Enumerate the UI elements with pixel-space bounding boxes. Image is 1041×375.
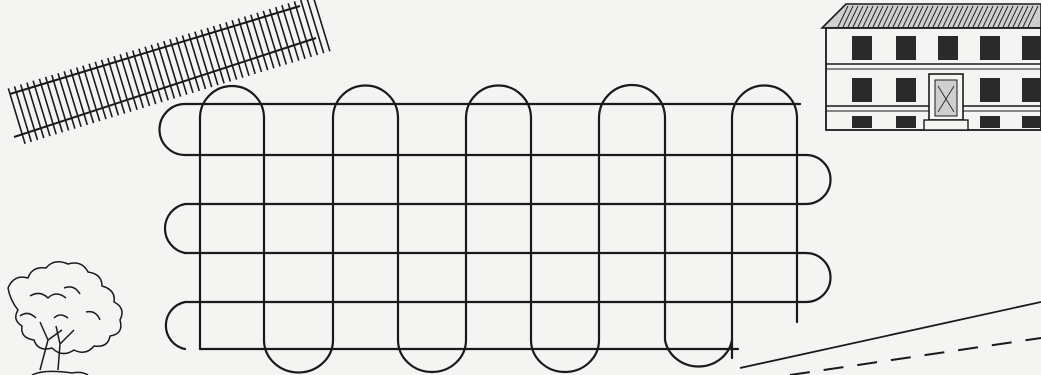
window: [896, 78, 916, 102]
window: [1022, 78, 1041, 102]
window: [852, 36, 872, 60]
railway-tie: [164, 41, 181, 97]
railway-tie: [270, 9, 287, 65]
railway-tie: [251, 15, 268, 71]
window: [1022, 116, 1041, 128]
maze-bottom-arch: [398, 340, 466, 372]
maze-right-loop: [806, 155, 830, 204]
maze-top-arch: [200, 86, 264, 118]
railway-tie: [182, 35, 199, 91]
railway-tie: [232, 20, 249, 76]
maze-top-arch: [599, 85, 665, 118]
window: [852, 116, 872, 128]
railway-tie: [176, 37, 193, 93]
maze-bottom-arch: [264, 340, 333, 372]
railway-tie: [245, 17, 262, 73]
railway-tie: [207, 28, 224, 84]
maze-top-arch: [466, 86, 531, 118]
railway-tie: [201, 30, 218, 85]
maze-top-arch: [732, 86, 797, 119]
window: [938, 36, 958, 60]
railway-tie: [214, 26, 231, 82]
window: [980, 116, 1000, 128]
railway-tie: [195, 32, 212, 88]
railway-tie: [220, 24, 237, 80]
railway-tie: [226, 22, 243, 77]
school-building: [822, 4, 1041, 130]
railway-tie: [282, 5, 299, 61]
railway-tie: [276, 7, 293, 63]
railway-tie: [288, 3, 305, 59]
railway-track: [8, 0, 330, 144]
window: [980, 78, 1000, 102]
maze-right-loop: [806, 253, 830, 302]
maze-bottom-arch: [665, 340, 732, 367]
railway-tie: [263, 11, 280, 67]
window: [852, 78, 872, 102]
railway-tie: [170, 39, 187, 94]
window: [980, 36, 1000, 60]
maze-left-loop: [165, 204, 185, 253]
railway-tie: [294, 1, 311, 57]
window: [896, 36, 916, 60]
maze-path[interactable]: [160, 85, 831, 372]
window: [1022, 36, 1041, 60]
maze-top-arch: [333, 86, 398, 119]
railway-tie: [257, 13, 274, 69]
window: [896, 116, 916, 128]
maze-left-loop: [160, 104, 185, 155]
maze-bottom-arch: [531, 340, 599, 372]
railway-tie: [238, 18, 255, 74]
maze-left-loop: [166, 302, 185, 349]
railway-tie: [189, 34, 206, 90]
road: [740, 302, 1041, 375]
tree: [8, 262, 122, 375]
